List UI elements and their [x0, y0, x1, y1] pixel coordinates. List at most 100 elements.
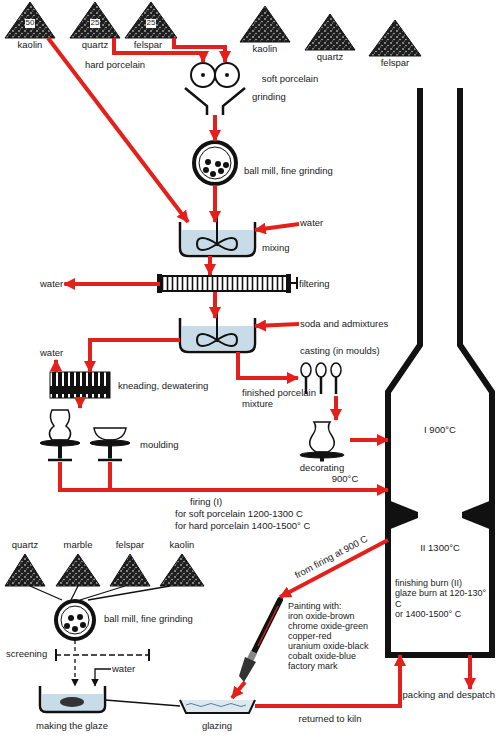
station-label: iron oxide-brown	[288, 611, 355, 621]
decorating-wheel	[300, 422, 344, 461]
material-heap: kaolin	[160, 554, 204, 586]
ball-mill-part	[56, 601, 94, 639]
screening-sieve: screening	[55, 651, 150, 659]
station-label: water	[300, 218, 323, 229]
casting-moulds-part	[335, 377, 338, 394]
ball-mill	[194, 142, 236, 184]
edge-label: from firing at 900 C	[291, 532, 371, 581]
note-label: glaze burn at 120-130° C	[394, 588, 488, 609]
kneading-box: kneading, dewatering	[50, 372, 110, 398]
moulding-wheels-part	[49, 410, 70, 440]
screening-sieve-part	[55, 649, 57, 661]
ball-mill-part	[80, 622, 86, 628]
painting-station: Painting with:iron oxide-brownchrome oxi…	[222, 597, 284, 682]
ball-mill: ball mill, fine grinding	[193, 141, 237, 185]
glazing-tray-part	[186, 704, 246, 707]
output-label: water	[39, 278, 64, 291]
station-label: quartz	[12, 540, 38, 551]
note-label: soft porcelain	[262, 74, 319, 85]
flow-arrow	[334, 396, 338, 420]
moulding-wheels-part	[90, 440, 130, 446]
ball-mill	[56, 601, 94, 639]
station-label: screening	[6, 649, 47, 660]
glazing-tray: glazing	[180, 698, 255, 714]
station-label: mixing	[262, 243, 289, 254]
station-label: I 900°C	[424, 425, 456, 436]
input-label: water	[111, 663, 136, 676]
casting-moulds: casting (in moulds)	[298, 362, 345, 396]
station-label: ball mill, fine grinding	[244, 166, 333, 177]
moulding-wheels: moulding	[28, 408, 132, 462]
material-heap: marble	[56, 554, 100, 586]
filter-press: filtering	[160, 275, 290, 292]
output-label: water	[39, 347, 64, 360]
flow-arrow	[64, 282, 160, 286]
material-heap: felspar	[110, 554, 150, 586]
note-label: 900°C	[332, 474, 359, 485]
material-heaps-part	[240, 6, 290, 42]
mixing-tank: finished porcelain mixture	[180, 318, 255, 352]
moulding-wheels	[40, 410, 130, 460]
grinding-rollers-part	[201, 73, 205, 77]
note-label: for hard porcelain 1400-1500° C	[175, 521, 310, 532]
callout-number: 25	[90, 19, 101, 28]
flow-arrow	[114, 38, 203, 62]
station-label: packing and despatch	[403, 690, 495, 701]
station-label: soda and admixtures	[300, 319, 388, 330]
station-label: felspar	[116, 540, 145, 551]
glazing-tray	[180, 700, 255, 713]
mixing-tank: mixing	[180, 222, 255, 256]
material-heaps-part	[110, 554, 150, 586]
ball-mill-part	[77, 614, 83, 620]
kiln-part	[462, 500, 492, 530]
station-label: kaolin	[170, 540, 195, 551]
callout-number: 50	[25, 19, 36, 28]
note-label: finishing burn (II)	[394, 578, 488, 588]
screening-sieve-part	[148, 649, 150, 661]
ball-mill-part	[64, 623, 70, 629]
mixing-tank-part	[180, 308, 255, 352]
edge-label: returned to kiln	[297, 714, 364, 725]
filter-press-part	[286, 274, 291, 293]
flow-arrow	[255, 324, 299, 326]
station-label: marble	[63, 540, 92, 551]
note-label: or 1400-1500° C	[394, 609, 488, 619]
flow-arrow	[238, 352, 298, 378]
flow-arrow	[468, 655, 472, 689]
station-label: kaolin	[18, 40, 43, 51]
flow-arrow	[71, 586, 78, 600]
flow-arrow	[232, 682, 245, 698]
ball-mill-part	[72, 626, 78, 632]
flow-arrow	[213, 185, 217, 222]
station-label: chrome oxide-green	[288, 621, 368, 631]
flow-arrow	[30, 586, 62, 600]
flow-arrow	[74, 640, 75, 651]
decorating-wheel-part	[310, 422, 335, 452]
ball-mill-part	[218, 168, 224, 174]
material-heaps-part	[369, 20, 421, 56]
station-label: copper-red	[288, 631, 332, 641]
station-label: glazing	[202, 721, 232, 732]
station-label: moulding	[140, 440, 179, 451]
casting-moulds-part	[301, 363, 311, 377]
grinding-rollers-part	[191, 63, 215, 87]
glaze-tank-part	[40, 686, 105, 712]
screening-sieve	[55, 649, 150, 661]
flow-arrow	[88, 586, 170, 600]
kneading-box-part	[50, 372, 110, 398]
flow-arrow	[105, 700, 180, 706]
ball-mill-part	[205, 159, 211, 165]
ball-mill-part	[61, 606, 89, 634]
station-label: quartz	[82, 40, 108, 51]
ball-mill-part	[199, 147, 231, 179]
paint-brush-part	[250, 652, 254, 660]
kiln: I 900°CII 1300°C	[388, 88, 492, 655]
note-block: finishing burn (II)glaze burn at 120-130…	[394, 578, 488, 619]
material-heaps-part	[70, 2, 120, 38]
note-label: hard porcelain	[85, 60, 145, 71]
flow-arrow	[213, 292, 217, 318]
station-label: grinding	[252, 92, 286, 103]
station-label: ball mill, fine grinding	[104, 614, 193, 625]
station-label: kneading, dewatering	[118, 381, 208, 392]
station-label: quartz	[317, 52, 343, 63]
